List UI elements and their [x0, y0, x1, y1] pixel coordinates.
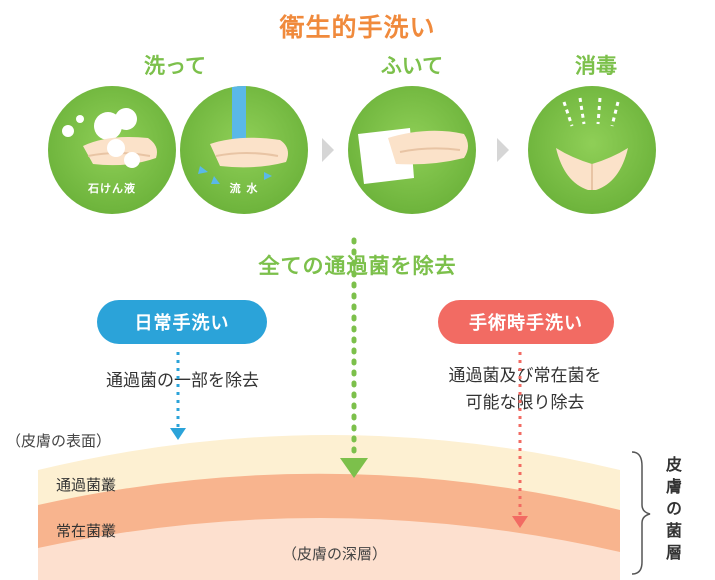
step-label-disinfect: 消毒: [575, 54, 617, 78]
all-transient-arrow-head: [340, 458, 368, 478]
headline-all-transient: 全ての通過菌を除去: [258, 254, 457, 278]
surgical-desc-line1: 通過菌及び常在菌を: [448, 366, 602, 386]
skin-surface-label: （皮膚の表面）: [6, 432, 112, 450]
sanitizer-spray-icon: [556, 97, 628, 190]
surgical-desc-line2: 可能な限り除去: [465, 393, 585, 413]
page-title: 衛生的手洗い: [279, 13, 436, 42]
surgical-arrow-head: [512, 516, 528, 528]
chevron-right-icon: [497, 138, 509, 162]
towel-hands-icon: [358, 128, 468, 184]
soap-wash-illustration: 石けん液: [48, 86, 176, 214]
deep-skin-layer: [38, 517, 620, 580]
soap-caption: 石けん液: [88, 182, 136, 195]
transient-flora-label: 通過菌叢: [56, 476, 117, 494]
skin-flora-side-label: 皮膚の菌層: [663, 456, 682, 566]
brace-icon: [631, 451, 651, 575]
running-water-illustration: 流 水: [180, 86, 308, 214]
wipe-illustration: [348, 86, 476, 214]
deep-skin-label: （皮膚の深層）: [282, 545, 388, 563]
step-label-wash: 洗って: [144, 54, 206, 78]
water-faucet-icon: [198, 86, 288, 184]
soap-hands-icon: [62, 108, 157, 168]
daily-handwash-desc: 通過菌の一部を除去: [106, 371, 259, 391]
chevron-right-icon: [322, 138, 334, 162]
water-caption: 流 水: [229, 182, 259, 195]
daily-arrow-head: [170, 428, 186, 440]
disinfect-illustration: [528, 86, 656, 214]
daily-handwash-pill: 日常手洗い: [97, 300, 267, 344]
surgical-handwash-pill: 手術時手洗い: [438, 300, 614, 344]
step-label-wipe: ふいて: [380, 54, 444, 78]
resident-flora-label: 常在菌叢: [56, 522, 117, 540]
